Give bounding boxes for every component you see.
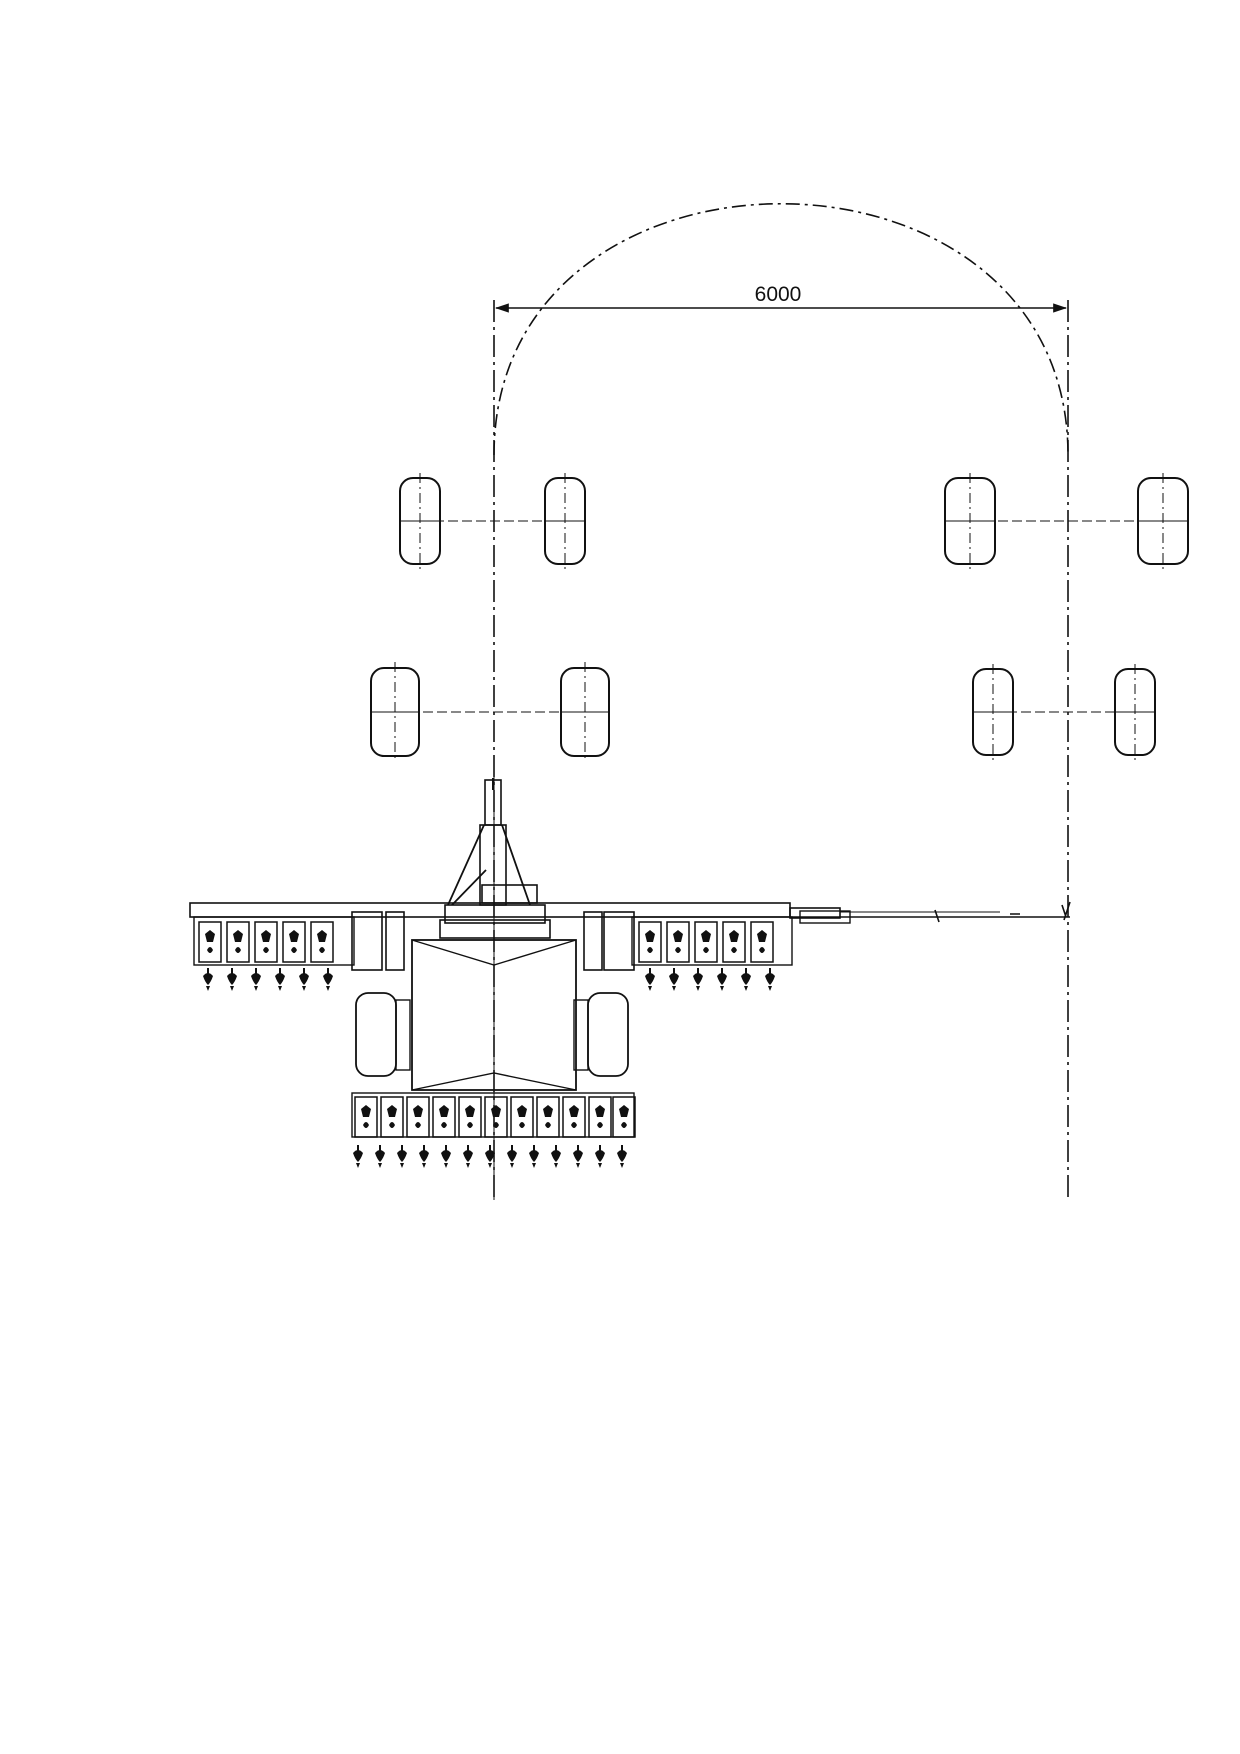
hitch-frame bbox=[444, 778, 546, 924]
wheel-icon bbox=[355, 992, 411, 1077]
planter-machine bbox=[189, 775, 1071, 1200]
tractor-upper-right bbox=[944, 473, 1189, 569]
tractor-lower-left bbox=[370, 662, 610, 762]
wheel-icon bbox=[399, 472, 441, 570]
wheel-icon bbox=[573, 992, 629, 1077]
left-wing-units bbox=[193, 911, 405, 992]
width-dimension-label: 6000 bbox=[755, 283, 802, 306]
wheel-icon bbox=[560, 662, 610, 762]
tractor-lower-right bbox=[972, 663, 1156, 761]
marker-arm bbox=[790, 901, 1071, 924]
wheel-icon bbox=[544, 472, 586, 570]
wheel-icon bbox=[944, 473, 996, 569]
wheel-icon bbox=[972, 663, 1014, 761]
rear-row-units bbox=[351, 1092, 636, 1169]
wheel-icon bbox=[1137, 473, 1189, 569]
width-dimension: 6000 bbox=[494, 283, 1068, 313]
right-wing-units bbox=[583, 911, 793, 992]
tractor-upper-left bbox=[399, 472, 586, 570]
turning-arc bbox=[493, 202, 1069, 456]
wheel-icon bbox=[370, 662, 420, 762]
seed-hopper bbox=[411, 919, 577, 1091]
wheel-icon bbox=[1114, 663, 1156, 761]
